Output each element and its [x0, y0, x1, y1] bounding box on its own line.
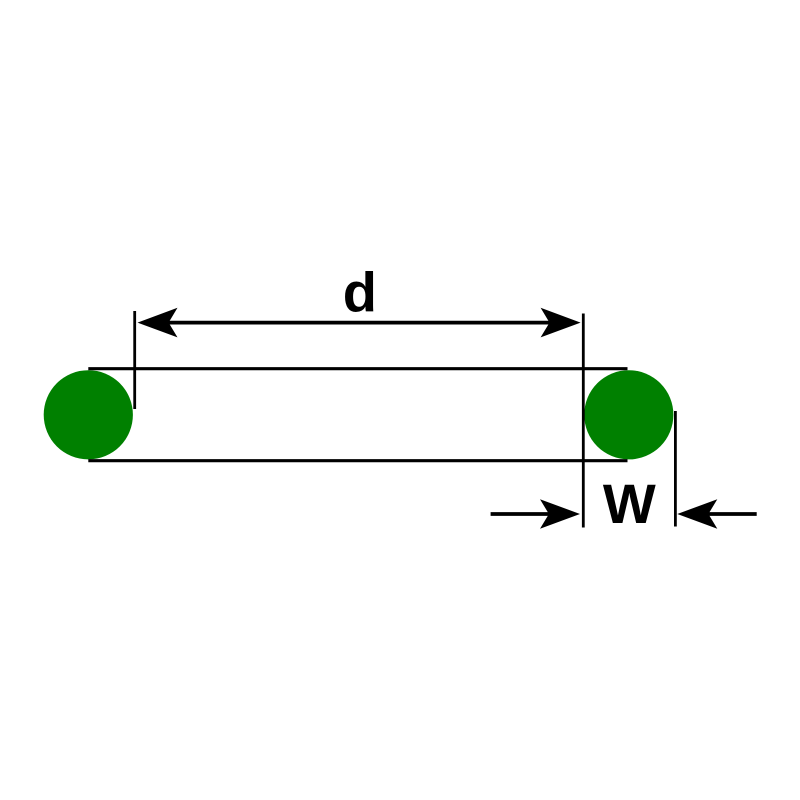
- svg-text:W: W: [603, 472, 656, 535]
- svg-text:d: d: [343, 261, 377, 324]
